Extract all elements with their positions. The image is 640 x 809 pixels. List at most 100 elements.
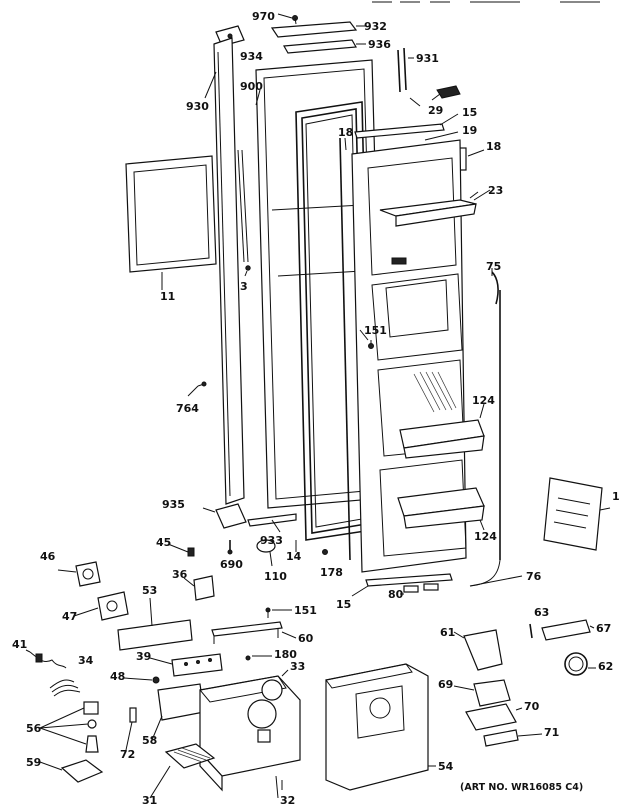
bottom-strip-15: [351, 573, 453, 597]
callout-970: 970: [252, 10, 275, 23]
part-178: [322, 549, 328, 555]
callout-180: 180: [274, 648, 297, 661]
door-top-cap-932: [270, 21, 365, 38]
callout-labels: 970 932 934 936 931 930 900 29 15 18 19 …: [12, 10, 620, 807]
callout-75: 75: [486, 260, 501, 273]
bottom-strip-933: [247, 513, 297, 533]
bracket-67: [541, 619, 591, 641]
part-180: [245, 655, 251, 661]
part-69: [473, 679, 511, 707]
callout-62: 62: [598, 660, 613, 673]
callout-18-left: 18: [338, 126, 353, 139]
callout-54: 54: [438, 760, 454, 773]
callout-23: 23: [488, 184, 503, 197]
part-690: [227, 540, 233, 555]
callout-931: 931: [416, 52, 439, 65]
booklet-1: [543, 477, 611, 551]
callout-63: 63: [534, 606, 549, 619]
callout-124-lower: 124: [474, 530, 497, 543]
hinge-935: [202, 503, 247, 529]
vent-hatch: [413, 371, 457, 413]
callout-14: 14: [286, 550, 302, 563]
callout-47: 47: [62, 610, 77, 623]
callout-76: 76: [526, 570, 542, 583]
callout-18-right: 18: [486, 140, 501, 153]
callout-178: 178: [320, 566, 343, 579]
part-110: [256, 539, 276, 567]
plug-3: [244, 265, 251, 277]
callout-935: 935: [162, 498, 185, 511]
callout-151-lower: 151: [294, 604, 317, 617]
screw-151: [265, 607, 271, 618]
plug-151: [368, 340, 374, 349]
part-72: [129, 707, 137, 723]
callout-41: 41: [12, 638, 27, 651]
callout-151-upper: 151: [364, 324, 387, 337]
screw-764: [187, 381, 207, 397]
callout-19: 19: [462, 124, 477, 137]
dispenser-cover-54: [325, 663, 429, 791]
callout-34: 34: [78, 654, 94, 667]
part-36: [193, 575, 215, 601]
part-19: [424, 131, 459, 141]
bracket-58: [157, 683, 205, 721]
breaker-strip-18: [339, 137, 351, 561]
screw-970: [277, 13, 298, 25]
door-panel-11: [125, 155, 217, 290]
callout-60: 60: [298, 632, 314, 645]
callout-15-bottom: 15: [336, 598, 351, 611]
callout-46: 46: [40, 550, 56, 563]
callout-936: 936: [368, 38, 391, 51]
top-strip-936: [283, 39, 366, 54]
callout-15-top: 15: [462, 106, 477, 119]
callout-900: 900: [240, 80, 263, 93]
callout-764: 764: [176, 402, 199, 415]
drip-tray-31: [164, 743, 216, 769]
callout-71: 71: [544, 726, 559, 739]
door-side-panel-930: [204, 37, 249, 505]
callout-59: 59: [26, 756, 41, 769]
ring-62: [564, 652, 588, 676]
funnel-61: [463, 629, 503, 671]
parts-80: [403, 583, 439, 593]
part-59: [60, 759, 104, 783]
part-46: [75, 561, 101, 587]
callout-33: 33: [290, 660, 305, 673]
door-shelf-23: [379, 189, 491, 227]
callout-61: 61: [440, 626, 455, 639]
callout-36: 36: [172, 568, 188, 581]
callout-934: 934: [240, 50, 263, 63]
callout-933: 933: [260, 534, 283, 547]
callout-53: 53: [142, 584, 157, 597]
part-70: [465, 703, 517, 731]
callout-80: 80: [388, 588, 404, 601]
callout-58: 58: [142, 734, 157, 747]
callout-67: 67: [596, 622, 611, 635]
leader-lines: [25, 25, 596, 799]
callout-39: 39: [136, 650, 151, 663]
callout-930: 930: [186, 100, 209, 113]
plate-53: [117, 619, 193, 651]
callout-69: 69: [438, 678, 453, 691]
clip-29: [431, 85, 461, 101]
callout-1: 1: [612, 490, 620, 503]
door-bin-124-lower: [397, 487, 485, 531]
callout-3: 3: [240, 280, 248, 293]
board-39: [171, 653, 223, 677]
parts-56: [83, 701, 99, 753]
wire-harness-34: [49, 679, 81, 697]
callout-45: 45: [156, 536, 171, 549]
door-strip-15: [354, 113, 459, 139]
part-33: [261, 679, 283, 701]
callout-690: 690: [220, 558, 243, 571]
callout-48: 48: [110, 670, 125, 683]
art-number: (ART NO. WR16085 C4): [460, 782, 583, 793]
part-45: [187, 547, 195, 557]
callout-11: 11: [160, 290, 175, 303]
door-liner: [351, 139, 467, 573]
callout-932: 932: [364, 20, 387, 33]
part-63: [529, 623, 533, 639]
callout-32: 32: [280, 794, 295, 807]
bracket-18: [457, 147, 485, 171]
